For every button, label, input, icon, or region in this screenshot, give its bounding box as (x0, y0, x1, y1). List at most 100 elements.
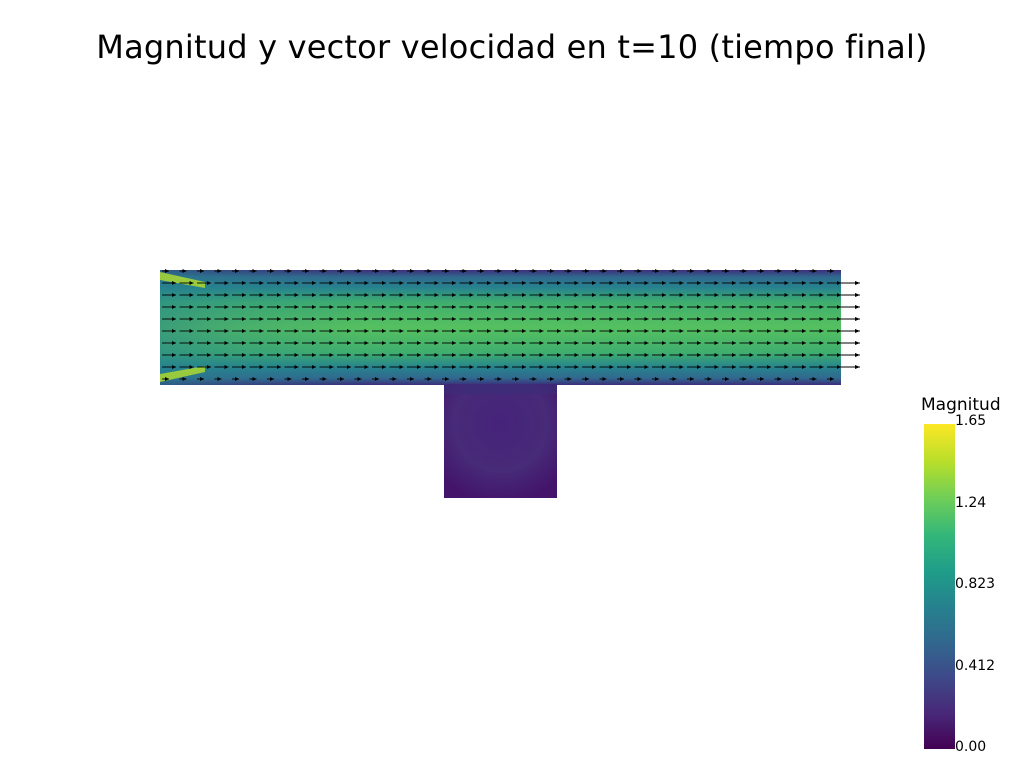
plot-title: Magnitud y vector velocidad en t=10 (tie… (96, 28, 928, 66)
velocity-arrow (337, 305, 351, 309)
velocity-arrow (599, 317, 614, 321)
velocity-arrow (564, 329, 579, 333)
velocity-arrow (214, 329, 229, 333)
velocity-arrow (669, 329, 684, 333)
velocity-arrow (249, 341, 264, 345)
velocity-arrow (197, 281, 211, 285)
velocity-arrow (179, 329, 194, 333)
velocity-arrow (652, 269, 659, 273)
velocity-arrow (774, 341, 789, 345)
velocity-arrow (652, 281, 666, 285)
velocity-arrow (302, 365, 316, 369)
velocity-arrow (547, 329, 561, 333)
velocity-arrow (739, 353, 754, 357)
velocity-arrow (582, 353, 596, 357)
velocity-arrow (774, 293, 789, 297)
velocity-arrow (739, 377, 747, 381)
velocity-arrow (827, 317, 841, 321)
velocity-arrow (617, 329, 631, 333)
velocity-arrow (512, 281, 526, 285)
velocity-arrow (582, 317, 596, 321)
velocity-arrow (197, 317, 211, 321)
velocity-arrow (424, 305, 439, 309)
velocity-arrow (512, 365, 526, 369)
velocity-arrow (564, 305, 579, 309)
velocity-arrow (267, 269, 274, 273)
velocity-arrow (302, 329, 316, 333)
velocity-arrow (337, 281, 351, 285)
velocity-arrow (739, 305, 754, 309)
velocity-arrow (442, 281, 456, 285)
velocity-arrow (249, 281, 264, 285)
velocity-arrow (564, 281, 579, 285)
velocity-arrow (232, 341, 246, 345)
velocity-arrow (459, 317, 474, 321)
velocity-arrow (197, 305, 211, 309)
velocity-arrow (564, 365, 579, 369)
velocity-arrow (634, 377, 642, 381)
velocity-arrow (739, 341, 754, 345)
velocity-arrow (809, 353, 824, 357)
velocity-arrow (442, 329, 456, 333)
velocity-arrow (494, 353, 509, 357)
velocity-arrow (354, 377, 362, 381)
velocity-arrow (669, 281, 684, 285)
velocity-arrow (354, 341, 369, 345)
velocity-arrow (267, 317, 281, 321)
velocity-arrow (407, 317, 421, 321)
velocity-arrow (704, 305, 719, 309)
velocity-arrow (529, 293, 544, 297)
velocity-arrow (442, 317, 456, 321)
velocity-arrow (634, 293, 649, 297)
velocity-arrow (424, 269, 432, 273)
velocity-arrow (232, 365, 246, 369)
velocity-arrow (757, 353, 771, 357)
velocity-arrow (407, 305, 421, 309)
velocity-arrow (389, 365, 404, 369)
velocity-arrow (494, 269, 502, 273)
velocity-arrow (722, 269, 729, 273)
velocity-arrow (354, 281, 369, 285)
velocity-arrow (424, 281, 439, 285)
velocity-vector-glyphs (162, 269, 860, 381)
velocity-arrow (704, 377, 712, 381)
velocity-arrow (494, 305, 509, 309)
velocity-arrow (162, 305, 176, 309)
velocity-arrow (179, 269, 187, 273)
velocity-arrow (792, 329, 806, 333)
velocity-arrow (757, 377, 764, 381)
velocity-arrow (512, 329, 526, 333)
velocity-arrow (197, 365, 211, 369)
velocity-arrow (774, 305, 789, 309)
velocity-arrow (319, 269, 327, 273)
velocity-arrow (302, 269, 309, 273)
velocity-arrow (197, 269, 204, 273)
velocity-arrow (284, 341, 299, 345)
velocity-arrow (809, 269, 817, 273)
velocity-arrow (232, 329, 246, 333)
velocity-arrow (494, 281, 509, 285)
velocity-arrow (512, 353, 526, 357)
velocity-arrow (617, 365, 631, 369)
velocity-arrow (669, 269, 677, 273)
velocity-arrow (477, 269, 484, 273)
colorbar-tick-label: 0.412 (955, 658, 996, 674)
velocity-arrow (249, 269, 257, 273)
velocity-arrow (319, 341, 334, 345)
velocity-arrow (284, 293, 299, 297)
velocity-arrow (512, 293, 526, 297)
velocity-arrow (512, 269, 519, 273)
velocity-arrow (774, 329, 789, 333)
velocity-arrow (792, 365, 806, 369)
velocity-arrow (652, 377, 659, 381)
velocity-arrow (319, 329, 334, 333)
velocity-arrow (652, 293, 666, 297)
velocity-arrow (757, 365, 771, 369)
velocity-arrow (249, 365, 264, 369)
velocity-arrow (739, 281, 754, 285)
velocity-arrow (459, 293, 474, 297)
velocity-arrow (162, 377, 169, 381)
velocity-arrow (197, 353, 211, 357)
velocity-arrow (757, 341, 771, 345)
velocity-arrow (652, 353, 666, 357)
